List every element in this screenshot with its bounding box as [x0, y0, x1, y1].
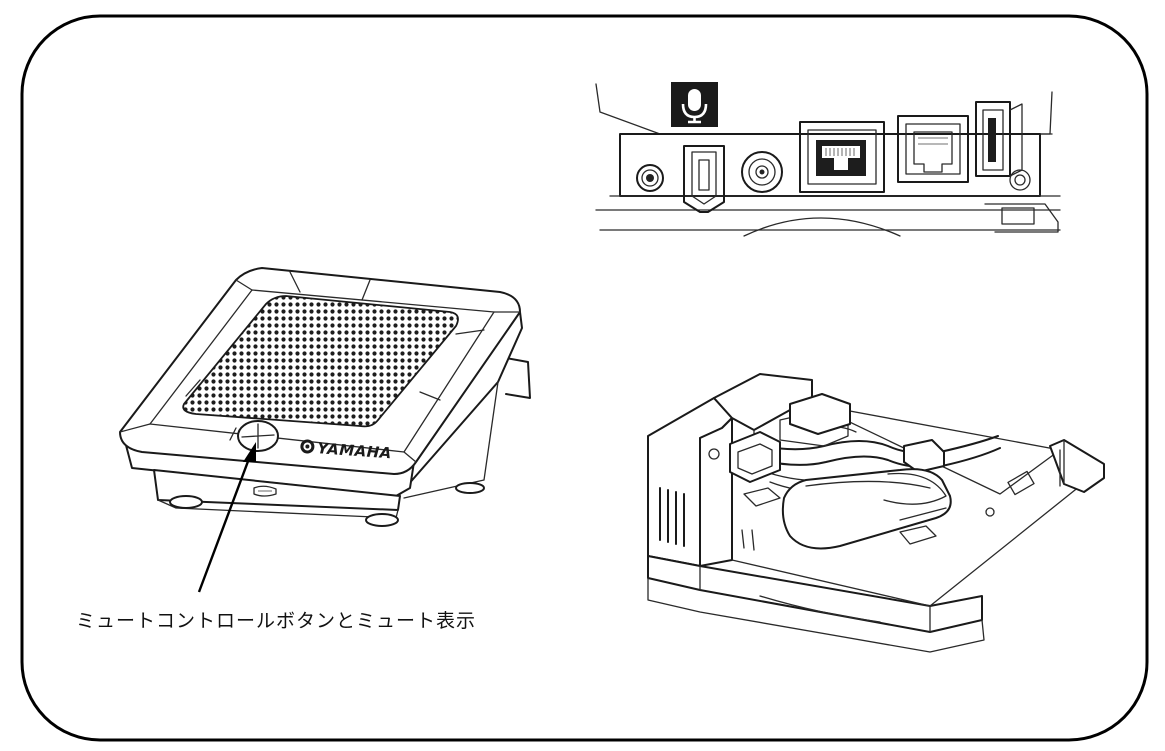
- speakerphone-unit-illustration: YAMAHA: [119, 267, 531, 527]
- rear-connector-panel-illustration: [595, 83, 1061, 237]
- speaker-grille: [182, 295, 459, 428]
- audio-jack: [636, 164, 664, 192]
- outer-frame: [20, 14, 1149, 742]
- pointer-arrow: [197, 442, 256, 593]
- network-port-2: [897, 115, 969, 183]
- mute-caption: ミュートコントロールボタンとミュート表示: [76, 610, 476, 632]
- svg-text:YAMAHA: YAMAHA: [317, 439, 393, 462]
- internal-cable-view-illustration: [647, 373, 1105, 653]
- yamaha-logo: YAMAHA: [300, 439, 393, 462]
- microphone-icon: [671, 82, 718, 127]
- mic-connector: [683, 145, 725, 213]
- power-jack: [741, 151, 783, 193]
- ethernet-port: [799, 121, 885, 193]
- usb-port: [975, 101, 1023, 177]
- mute-control-button: [237, 420, 279, 452]
